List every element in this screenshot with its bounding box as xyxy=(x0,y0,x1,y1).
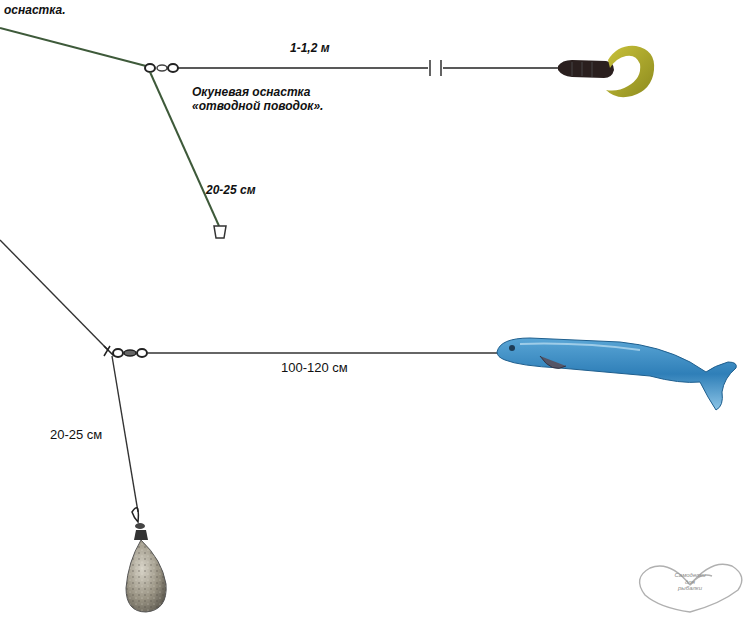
bottom-rig xyxy=(0,240,736,612)
dimension-label: 20-25 см xyxy=(206,184,256,198)
rig-title: Окуневая оснастка «отводной поводок». xyxy=(192,86,342,114)
dimension-label: 100-120 см xyxy=(281,361,348,376)
watermark: Самоделки для рыбалки xyxy=(673,572,707,592)
dimension-label: 20-25 см xyxy=(50,428,102,443)
dimension-label: 1-1,2 м xyxy=(288,42,332,56)
top-rig xyxy=(0,28,654,238)
watermark-logo xyxy=(640,564,742,612)
rig-note: оснастка. xyxy=(4,4,66,18)
